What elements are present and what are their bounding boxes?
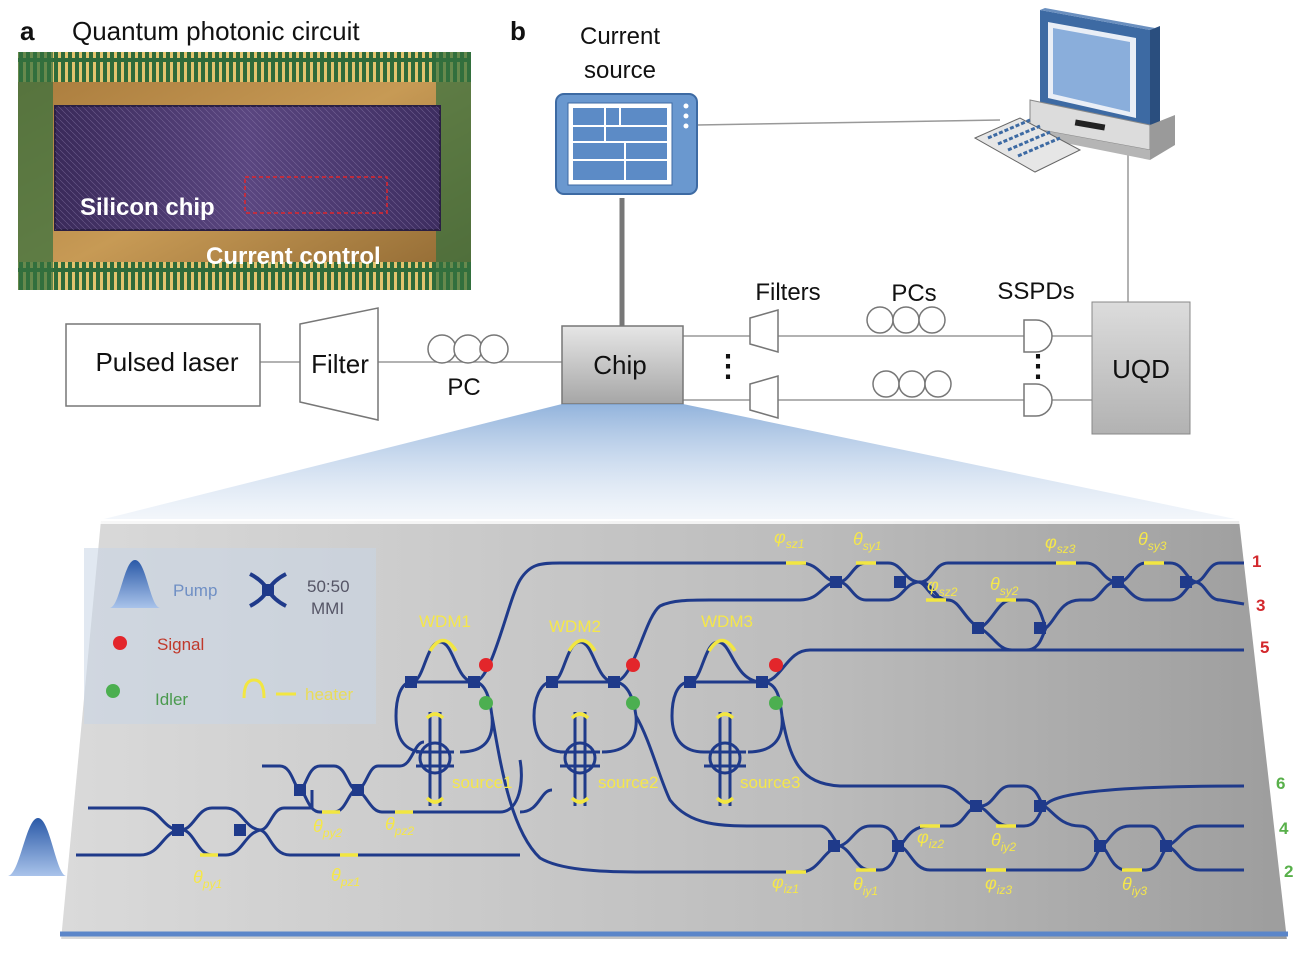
zoom-projection <box>100 404 1240 520</box>
panel-b-letter: b <box>510 16 526 46</box>
phase-iz2: φiz2 <box>917 827 944 851</box>
phase-iy2: θiy2 <box>991 830 1016 854</box>
computer-icon <box>973 8 1175 173</box>
chip-block <box>561 325 684 405</box>
legend-pump: Pump <box>173 581 217 600</box>
filter-label: Filter <box>311 349 369 379</box>
source1-label: source1 <box>452 773 512 792</box>
source-pc-cable <box>696 119 1001 126</box>
phase-sz2: φsz2 <box>927 575 958 599</box>
legend-heater: heater <box>305 685 354 704</box>
pcs-label: PCs <box>891 280 936 307</box>
phase-iz1: φiz1 <box>772 872 799 896</box>
phase-pz2: θpz2 <box>385 814 414 838</box>
pc-loops <box>427 334 509 364</box>
output-port-2: 2 <box>1284 862 1293 881</box>
phase-sz1: φsz1 <box>774 527 804 551</box>
current-control-label: Current control <box>206 243 381 270</box>
phase-iy3: θiy3 <box>1122 874 1147 898</box>
idler-dot-1 <box>479 696 493 710</box>
source-labels: source1 source2 source3 <box>452 773 800 792</box>
panel-a: a Quantum photonic circuit Silicon chip … <box>18 16 471 290</box>
sspd-1 <box>1023 319 1053 353</box>
sspd-n <box>1023 383 1053 417</box>
phase-sy1: θsy1 <box>853 529 881 553</box>
signal-dot-icon <box>113 636 127 650</box>
silicon-chip-label: Silicon chip <box>80 194 215 221</box>
filter-channel-n <box>749 375 779 419</box>
waveguides <box>76 561 1245 874</box>
source2-label: source2 <box>598 773 658 792</box>
input-pump-pulse <box>8 818 66 876</box>
phase-py1: θpy1 <box>193 867 222 891</box>
phase-iz3: φiz3 <box>985 873 1012 897</box>
mmi-couplers <box>172 576 1192 852</box>
uqd-label: UQD <box>1112 354 1170 384</box>
current-control-region <box>244 176 388 214</box>
phase-iy1: θiy1 <box>853 874 878 898</box>
phase-py2: θpy2 <box>313 816 342 840</box>
current-source-label-line1: Current <box>580 23 660 50</box>
sspds-label: SSPDs <box>997 278 1074 305</box>
pc-label: PC <box>447 374 480 401</box>
pump-pulse-icon <box>110 560 160 608</box>
phase-pz1: θpz1 <box>331 865 360 889</box>
source3-label: source3 <box>740 773 800 792</box>
legend-signal: Signal <box>157 635 204 654</box>
panel-a-title: Quantum photonic circuit <box>72 16 360 46</box>
channel-dots-left: ⋮ <box>713 350 743 383</box>
phase-sz3: φsz3 <box>1045 532 1076 556</box>
output-port-3: 3 <box>1256 596 1265 615</box>
photon-dots <box>479 658 783 710</box>
legend-mmi-line1: 50:50 <box>307 577 350 596</box>
idler-dot-3 <box>769 696 783 710</box>
output-port-4: 4 <box>1279 819 1289 838</box>
phase-sy2: θsy2 <box>990 574 1019 598</box>
output-port-6: 6 <box>1276 774 1285 793</box>
channel-dots-right: ⋮ <box>1023 350 1053 383</box>
signal-dot-2 <box>626 658 640 672</box>
pulsed-laser-box <box>65 323 261 407</box>
current-source-label-line2: source <box>584 57 656 84</box>
current-source-device <box>555 93 698 195</box>
legend: Pump 50:50 MMI Signal Idler heater <box>84 548 376 724</box>
chip-photo <box>18 52 471 290</box>
legend-idler: Idler <box>155 690 188 709</box>
output-ports: 1 3 5 6 4 2 <box>1252 552 1293 881</box>
pcs-loops <box>866 306 952 398</box>
filters-label: Filters <box>755 279 820 306</box>
idler-dot-icon <box>106 684 120 698</box>
phase-sy3: θsy3 <box>1138 529 1167 553</box>
panel-a-letter: a <box>20 16 35 46</box>
wdm2-label: WDM2 <box>549 617 601 636</box>
output-port-1: 1 <box>1252 552 1261 571</box>
legend-mmi-line2: MMI <box>311 599 344 618</box>
wdm3-label: WDM3 <box>701 612 753 631</box>
signal-dot-1 <box>479 658 493 672</box>
uqd-block <box>1091 301 1191 435</box>
filter-channel-1 <box>749 309 779 353</box>
filter-block <box>299 307 379 421</box>
wdm-labels: WDM1 WDM2 WDM3 <box>419 612 753 636</box>
idler-dot-2 <box>626 696 640 710</box>
wdm1-label: WDM1 <box>419 612 471 631</box>
phase-labels: θpy1 θpy2 θpz1 θpz2 φsz1 θsy1 φsz2 θsy2 … <box>193 527 1167 898</box>
output-port-5: 5 <box>1260 638 1269 657</box>
pulsed-laser-label: Pulsed laser <box>95 347 238 377</box>
panel-b: b Current source <box>65 8 1191 435</box>
signal-dot-3 <box>769 658 783 672</box>
heaters <box>200 561 1164 874</box>
chip-label: Chip <box>593 350 646 380</box>
heater-arc-icon <box>242 678 266 699</box>
